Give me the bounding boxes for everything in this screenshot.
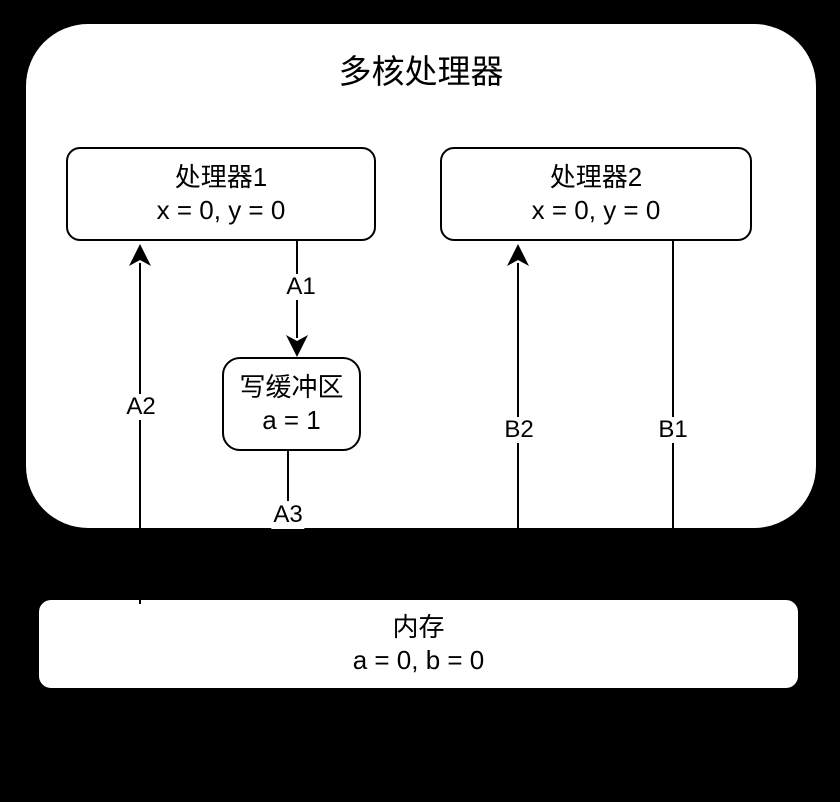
node-memory: 内存 a = 0, b = 0 xyxy=(37,598,800,690)
multicore-container-title: 多核处理器 xyxy=(338,53,504,90)
node-processor1: 处理器1 x = 0, y = 0 xyxy=(66,147,376,241)
node-write-buffer: 写缓冲区 a = 1 xyxy=(222,357,361,451)
edge-label-a2: A2 xyxy=(124,393,158,420)
edge-label-b1: B1 xyxy=(656,416,690,443)
multicore-container: 多核处理器 xyxy=(26,24,816,528)
write-buffer-title: 写缓冲区 xyxy=(239,372,344,402)
processor2-state: x = 0, y = 0 xyxy=(531,195,661,225)
edge-label-a3: A3 xyxy=(271,501,305,529)
edge-label-a1: A1 xyxy=(284,273,318,300)
node-processor2: 处理器2 x = 0, y = 0 xyxy=(440,147,752,241)
edge-label-b2: B2 xyxy=(502,416,536,443)
processor1-state: x = 0, y = 0 xyxy=(156,195,286,225)
processor2-title: 处理器2 xyxy=(549,162,643,192)
write-buffer-state: a = 1 xyxy=(262,405,321,435)
memory-title: 内存 xyxy=(392,612,445,642)
processor1-title: 处理器1 xyxy=(174,162,268,192)
memory-state: a = 0, b = 0 xyxy=(352,645,485,675)
